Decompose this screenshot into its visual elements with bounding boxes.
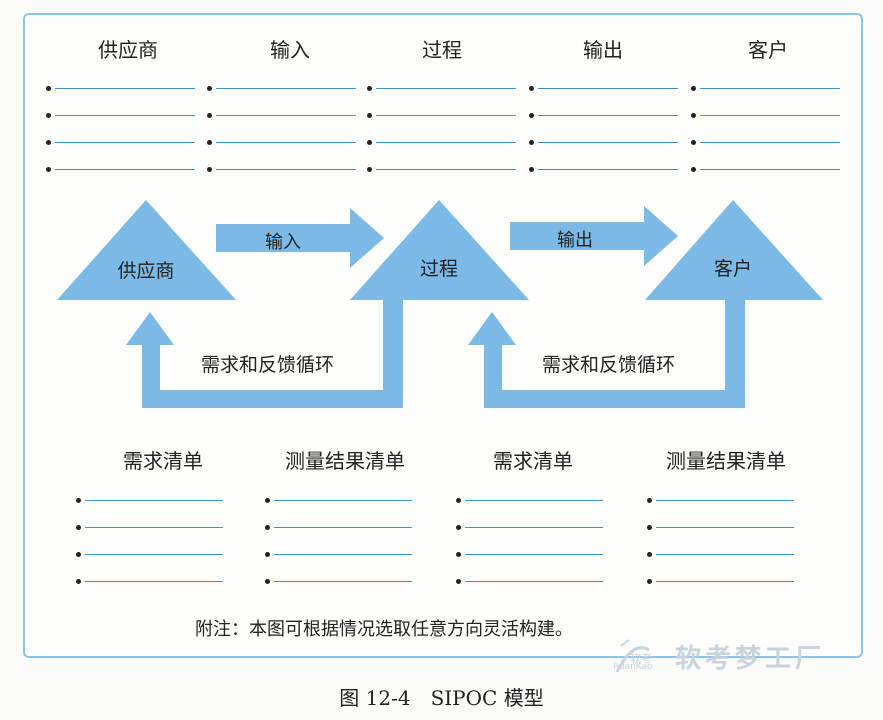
list-item	[529, 143, 678, 172]
column-title-supplier: 供应商	[98, 38, 158, 62]
list-item	[367, 89, 516, 118]
list-item	[456, 501, 603, 530]
list-item	[265, 555, 412, 584]
list-item	[367, 62, 516, 91]
list-measurements-1	[265, 474, 412, 584]
list-process	[367, 62, 516, 172]
list-item	[691, 116, 840, 145]
list-input	[207, 62, 356, 172]
list-item	[76, 555, 223, 584]
list-item	[76, 528, 223, 557]
list-item	[647, 555, 794, 584]
list-customer	[691, 62, 840, 172]
triangle-process	[350, 200, 529, 300]
list-item	[207, 62, 356, 91]
arrow-input-label: 输入	[265, 232, 301, 253]
list-item	[456, 528, 603, 557]
list-item	[691, 62, 840, 91]
column-title-output: 输出	[583, 38, 623, 62]
list-item	[691, 143, 840, 172]
feedback-loop-left-shape	[126, 300, 403, 408]
list-item	[46, 143, 195, 172]
list-item	[529, 62, 678, 91]
footnote: 附注：本图可根据情况选取任意方向灵活构建。	[195, 619, 573, 640]
watermark-logo-icon	[615, 639, 650, 673]
list-item	[647, 528, 794, 557]
list-item	[76, 501, 223, 530]
bottom-title-requirements-1: 需求清单	[123, 449, 203, 473]
list-item	[265, 474, 412, 503]
list-item	[529, 116, 678, 145]
column-title-customer: 客户	[748, 38, 788, 62]
list-item	[367, 116, 516, 145]
list-item	[76, 474, 223, 503]
bottom-title-measurements-1: 测量结果清单	[285, 449, 405, 473]
list-item	[46, 89, 195, 118]
list-item	[207, 116, 356, 145]
list-item	[265, 501, 412, 530]
list-requirements-1	[76, 474, 223, 584]
list-item	[456, 555, 603, 584]
triangle-supplier	[57, 200, 236, 300]
list-item	[529, 89, 678, 118]
list-item	[46, 62, 195, 91]
list-item	[456, 474, 603, 503]
list-item	[691, 89, 840, 118]
arrow-output-label: 输出	[557, 230, 593, 251]
figure-caption: 图 12-4 SIPOC 模型	[339, 686, 544, 710]
list-item	[265, 528, 412, 557]
list-requirements-2	[456, 474, 603, 584]
arrow-output	[510, 206, 678, 266]
column-title-input: 输入	[270, 38, 310, 62]
triangle-customer-label: 客户	[713, 258, 752, 280]
watermark-main: 软考梦工厂	[675, 644, 826, 674]
feedback-right-label: 需求和反馈循环	[542, 354, 676, 376]
list-item	[207, 143, 356, 172]
bottom-title-requirements-2: 需求清单	[493, 449, 573, 473]
watermark-logo-text: 软考	[630, 652, 652, 665]
feedback-loop-right-shape	[468, 300, 745, 408]
arrow-input	[216, 208, 384, 268]
feedback-left-label: 需求和反馈循环	[201, 354, 335, 376]
list-output	[529, 62, 678, 172]
list-item	[647, 501, 794, 530]
bottom-title-measurements-2: 测量结果清单	[666, 449, 786, 473]
list-item	[46, 116, 195, 145]
list-item	[647, 474, 794, 503]
list-item	[207, 89, 356, 118]
watermark: 软考 RuanKao 软考梦工厂	[605, 636, 845, 682]
list-measurements-2	[647, 474, 794, 584]
list-item	[367, 143, 516, 172]
triangle-customer	[645, 200, 823, 300]
triangle-process-label: 过程	[419, 258, 458, 280]
watermark-sub: RuanKao	[613, 662, 653, 672]
list-supplier	[46, 62, 195, 172]
triangle-supplier-label: 供应商	[117, 260, 175, 282]
column-title-process: 过程	[422, 38, 462, 62]
